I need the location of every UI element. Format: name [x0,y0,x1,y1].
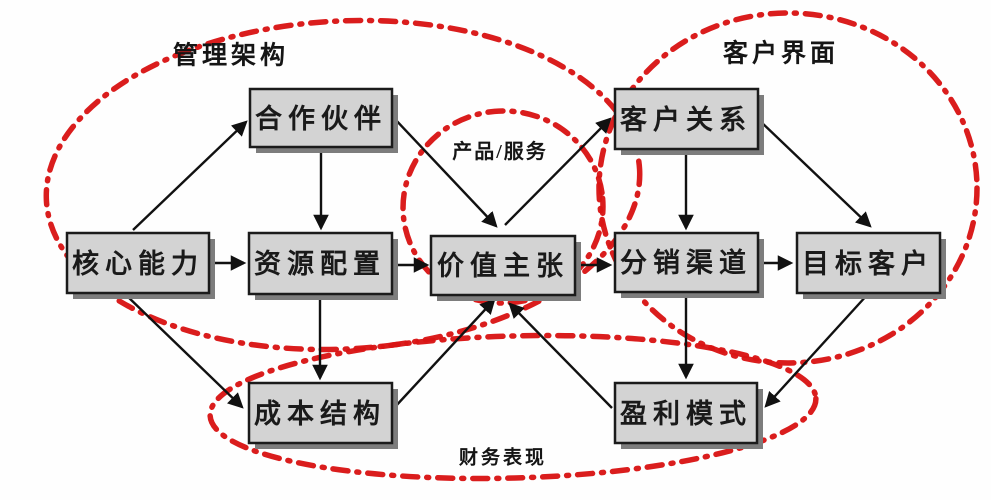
node-resource-allocation: 资源配置 [247,231,398,300]
node-customer-relationship: 客户关系 [613,87,764,155]
edge-partners-to-value-proposition [392,116,498,228]
edge-target-customer-to-profit-model [764,293,869,408]
zone-customer-interface-label: 客户界面 [723,39,839,68]
edge-profit-model-to-value-proposition [508,302,613,409]
edge-core-competence-to-cost-structure [125,294,244,409]
node-profit-model: 盈利模式 [613,381,763,449]
nodes: 核心能力 合作伙伴 资源配置 价值主张 客户关系 [65,87,946,449]
node-value-proposition-label: 价值主张 [437,251,569,281]
node-profit-model-box [613,381,759,445]
node-profit-model-label: 盈利模式 [620,399,752,429]
node-resource-allocation-label: 资源配置 [254,249,386,279]
node-core-competence-box [65,231,211,295]
node-value-proposition-box [429,234,577,297]
edge-customer-relationship-to-target-customer [758,119,872,228]
zone-labels: 管理架构 客户界面 产品/服务 财务表现 [173,39,839,469]
node-cost-structure-box [247,381,394,445]
zone-management-label: 管理架构 [173,41,289,70]
node-target-customer-label: 目标客户 [802,248,934,279]
node-customer-relationship-label: 客户关系 [620,104,752,135]
edges [125,116,872,409]
node-cost-structure-label: 成本结构 [254,399,386,429]
node-distribution-channel: 分销渠道 [613,231,764,298]
edge-value-proposition-to-customer-relationship [504,117,612,226]
edge-core-competence-to-partners [132,120,248,231]
zone-management-ellipse [43,17,643,353]
zone-financial-performance-ellipse [207,332,819,482]
node-partners: 合作伙伴 [248,87,398,153]
node-partners-label: 合作伙伴 [255,103,387,134]
node-partners-box [248,87,394,149]
node-target-customer: 目标客户 [795,231,946,299]
zone-product-service-label: 产品/服务 [452,139,548,163]
node-core-competence-label: 核心能力 [72,248,204,279]
node-distribution-channel-box [613,231,760,294]
node-resource-allocation-box [247,231,394,296]
node-value-proposition: 价值主张 [429,234,581,301]
node-core-competence: 核心能力 [65,231,215,299]
node-distribution-channel-label: 分销渠道 [620,247,752,278]
zone-financial-performance-label: 财务表现 [459,446,547,469]
node-target-customer-box [795,231,942,295]
node-cost-structure: 成本结构 [247,381,398,449]
node-customer-relationship-box [613,87,760,151]
edge-cost-structure-to-value-proposition [393,298,496,409]
zone-outlines [43,10,980,482]
